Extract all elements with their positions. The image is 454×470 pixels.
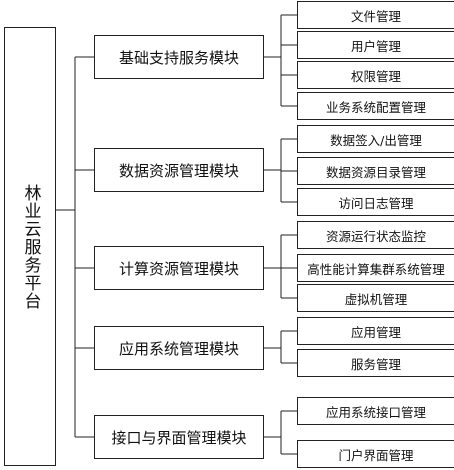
leaf-data-catalog: 数据资源目录管理 — [297, 157, 454, 185]
module-label: 接口与界面管理模块 — [111, 428, 247, 447]
leaf-label: 应用管理 — [350, 324, 401, 340]
leaf-user-management: 用户管理 — [297, 31, 454, 59]
root-node: 林业云服务平台 — [4, 27, 56, 466]
module-label: 计算资源管理模块 — [118, 259, 239, 278]
leaf-file-management: 文件管理 — [297, 1, 454, 29]
leaf-label: 用户管理 — [350, 38, 401, 54]
leaf-label: 虚拟机管理 — [344, 291, 408, 307]
leaf-label: 数据资源目录管理 — [325, 164, 426, 180]
leaf-label: 资源运行状态监控 — [325, 228, 426, 244]
leaf-label: 服务管理 — [350, 356, 401, 372]
module-label: 应用系统管理模块 — [118, 339, 239, 358]
leaf-permission-management: 权限管理 — [297, 61, 454, 89]
module-interface-ui: 接口与界面管理模块 — [94, 415, 264, 459]
root-label: 林业云服务平台 — [20, 183, 41, 310]
leaf-label: 门户界面管理 — [338, 447, 414, 463]
leaf-app-interface-management: 应用系统接口管理 — [297, 397, 454, 425]
leaf-access-log: 访问日志管理 — [297, 188, 454, 216]
leaf-resource-monitoring: 资源运行状态监控 — [297, 221, 454, 249]
leaf-portal-ui-management: 门户界面管理 — [297, 440, 454, 468]
leaf-hpc-cluster-management: 高性能计算集群系统管理 — [297, 254, 454, 282]
leaf-label: 权限管理 — [350, 68, 401, 84]
leaf-label: 高性能计算集群系统管理 — [307, 261, 445, 277]
leaf-label: 文件管理 — [350, 8, 401, 24]
leaf-label: 数据签入/出管理 — [330, 132, 422, 148]
leaf-label: 访问日志管理 — [338, 195, 414, 211]
leaf-business-config-management: 业务系统配置管理 — [297, 92, 454, 120]
module-label: 基础支持服务模块 — [118, 48, 239, 67]
module-label: 数据资源管理模块 — [118, 161, 239, 180]
module-data-resource: 数据资源管理模块 — [94, 148, 264, 192]
module-application-system: 应用系统管理模块 — [94, 326, 264, 370]
module-basic-support: 基础支持服务模块 — [94, 35, 264, 79]
leaf-label: 应用系统接口管理 — [325, 404, 426, 420]
leaf-data-checkin-out: 数据签入/出管理 — [297, 125, 454, 153]
module-compute-resource: 计算资源管理模块 — [94, 246, 264, 290]
leaf-vm-management: 虚拟机管理 — [297, 284, 454, 312]
leaf-app-management: 应用管理 — [297, 317, 454, 345]
leaf-service-management: 服务管理 — [297, 349, 454, 377]
leaf-label: 业务系统配置管理 — [325, 99, 426, 115]
